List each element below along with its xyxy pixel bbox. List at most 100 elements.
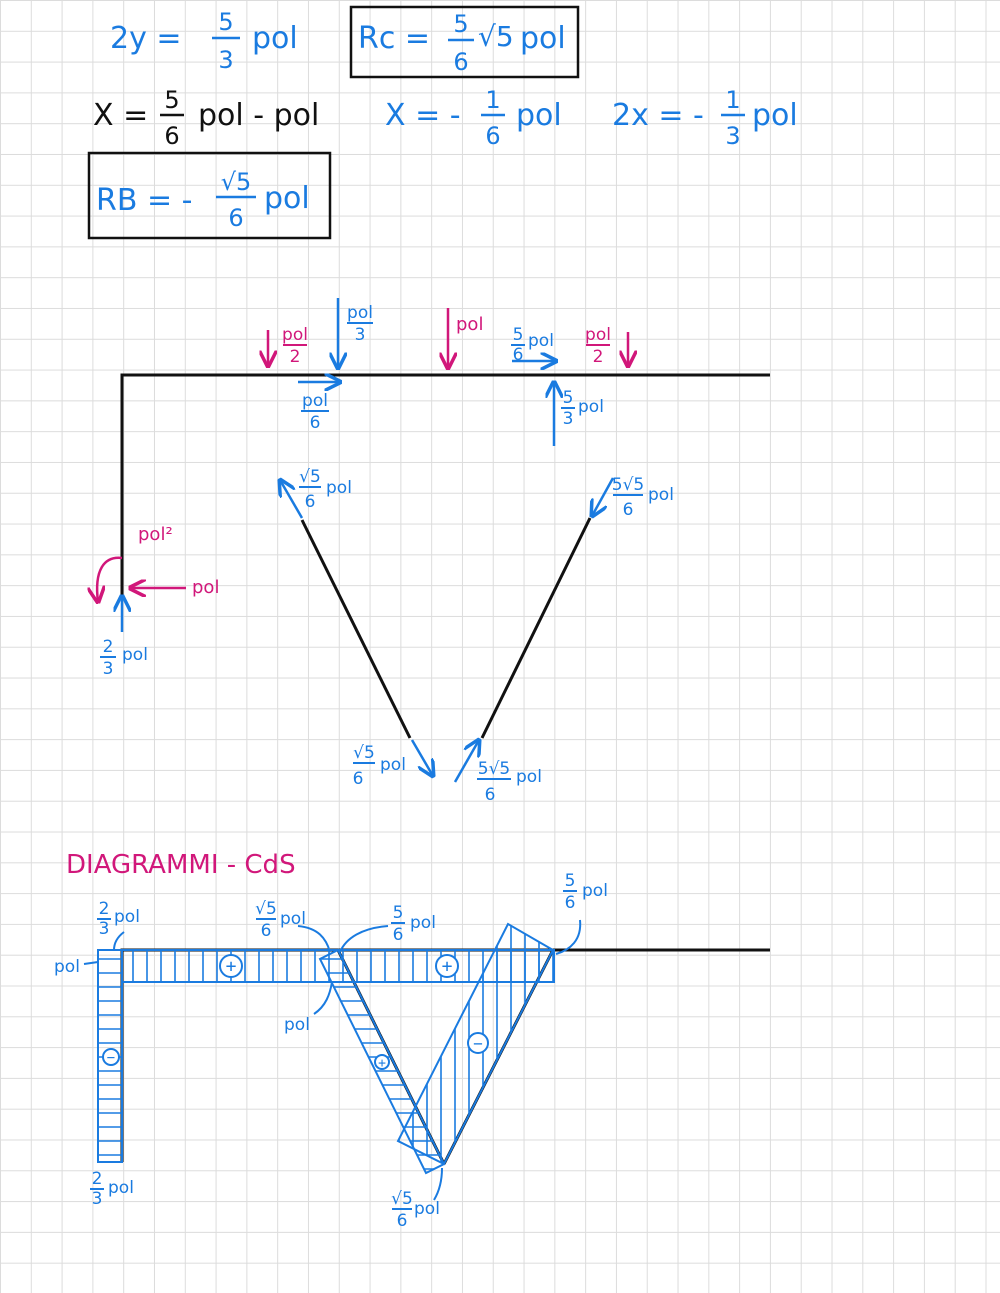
eq-rc-rest: pol	[520, 21, 566, 56]
strut-left-bottom-den: 6	[353, 769, 364, 789]
rb-box-frame	[87, 151, 332, 240]
label-col-top-num: 2	[99, 899, 110, 919]
eq-rc-den: 6	[453, 48, 468, 76]
right-horiz-den: 6	[513, 345, 524, 365]
label-right-top-num: 5	[565, 871, 576, 891]
axial-force-diagram: + + − + − 2 3 pol pol √5 6 pol	[54, 871, 770, 1231]
beam-horiz-num: pol	[302, 391, 328, 411]
label-pol-mid: pol	[284, 1015, 310, 1035]
label-vertex-den: 6	[397, 1211, 408, 1231]
strut-right-bottom-den: 6	[485, 785, 496, 805]
strut-left-top-den: 6	[305, 492, 316, 512]
eq-rc-root: √5	[478, 20, 514, 53]
leader-vertex	[433, 1167, 443, 1201]
load-center-label: pol	[456, 314, 483, 335]
eq-rb-num: √5	[221, 168, 252, 196]
eq-rb-rest: pol	[264, 181, 310, 216]
support-vert-num: 2	[103, 637, 114, 657]
strut-right-top-den: 6	[623, 500, 634, 520]
support-horiz-label: pol	[192, 577, 219, 598]
eq-x3-rest: pol	[752, 98, 798, 133]
sign-strut-left-circle	[374, 1054, 390, 1070]
strut-left-top-num: √5	[299, 467, 321, 487]
eq-x3-num: 1	[725, 86, 740, 114]
leader-right-top	[555, 919, 582, 955]
leader-pol-left	[83, 961, 99, 965]
beam-horiz-den: 6	[310, 413, 321, 433]
eq-2y-num: 5	[218, 8, 233, 36]
equation-x2: X = - 1 6 pol	[385, 86, 562, 150]
eq-x2-lhs: X = -	[385, 98, 461, 133]
right-horiz-rest: pol	[528, 331, 554, 351]
strut-right	[480, 517, 592, 739]
eq-x1-rest: pol - pol	[198, 98, 319, 133]
eq-x2-rest: pol	[516, 98, 562, 133]
label-beam-mid-den: 6	[393, 925, 404, 945]
load-top-num: pol	[347, 303, 373, 323]
load-right-den: 2	[593, 347, 604, 367]
equation-x3: 2x = - 1 3 pol	[612, 86, 798, 150]
label-beam-sqrt-num: √5	[255, 899, 277, 919]
label-beam-mid-rest: pol	[410, 913, 436, 933]
load-left-num: pol	[282, 325, 308, 345]
load-right-num: pol	[585, 325, 611, 345]
eq-2y-den: 3	[218, 46, 233, 74]
strut-left-top-arrow	[280, 480, 304, 519]
load-top-den: 3	[355, 325, 366, 345]
label-right-top-rest: pol	[582, 881, 608, 901]
frame-beam-column	[120, 373, 770, 598]
eq-x3-den: 3	[725, 122, 740, 150]
load-left-den: 2	[290, 347, 301, 367]
beam-up-num: 5	[563, 388, 574, 408]
label-beam-mid-num: 5	[393, 903, 404, 923]
diagram-title: DIAGRAMMI - CdS	[66, 850, 296, 880]
leader-col-top	[113, 931, 125, 951]
label-col-top-den: 3	[99, 919, 110, 939]
strut-right-top-arrow	[592, 477, 615, 516]
sign-beam-2-circle	[435, 954, 459, 978]
free-body-diagram: pol 2 pol 2 pol pol 3 pol 6 5 6	[97, 298, 770, 805]
eq-rb-lhs: RB = -	[96, 183, 192, 218]
sign-column: −	[107, 1050, 115, 1066]
strut-left-bottom-num: √5	[353, 743, 375, 763]
strut-left-bottom-rest: pol	[380, 755, 406, 775]
leader-beam-sqrt	[297, 925, 331, 953]
eq-x1-den: 6	[164, 122, 179, 150]
strut-right-top-rest: pol	[648, 485, 674, 505]
sign-beam-2: +	[442, 956, 453, 977]
label-beam-sqrt-rest: pol	[280, 909, 306, 929]
eq-rb-den: 6	[228, 204, 243, 232]
eq-x2-num: 1	[485, 86, 500, 114]
sign-beam-1: +	[226, 956, 237, 977]
sign-strut-left: +	[378, 1056, 386, 1071]
right-horiz-num: 5	[513, 325, 524, 345]
moment-arrow	[97, 556, 123, 602]
eq-2y-rest: pol	[252, 21, 298, 56]
support-vert-den: 3	[103, 659, 114, 679]
label-col-bottom-rest: pol	[108, 1178, 134, 1198]
eq-x2-den: 6	[485, 122, 500, 150]
eq-x1-num: 5	[164, 86, 179, 114]
support-vert-rest: pol	[122, 645, 148, 665]
eq-rc-num: 5	[453, 10, 468, 38]
leader-pol-mid	[313, 981, 333, 1015]
strut-left-bottom-arrow	[410, 739, 433, 776]
label-col-bottom-num: 2	[92, 1169, 103, 1189]
label-beam-sqrt-den: 6	[261, 921, 272, 941]
beam-up-den: 3	[563, 409, 574, 429]
moment-label: pol²	[138, 524, 173, 545]
label-col-bottom-den: 3	[92, 1189, 103, 1209]
sign-beam-1-circle	[219, 954, 243, 978]
sign-strut-right: −	[473, 1034, 483, 1053]
label-right-top-den: 6	[565, 893, 576, 913]
eq-x1-lhs: X =	[93, 98, 148, 133]
rc-box-frame	[349, 5, 580, 79]
beam-up-rest: pol	[578, 397, 604, 417]
label-pol-left: pol	[54, 957, 80, 977]
leader-beam-mid	[339, 925, 389, 953]
label-col-top-rest: pol	[114, 907, 140, 927]
sign-column-circle	[102, 1048, 120, 1066]
equation-2y: 2y = 5 3 pol	[110, 8, 298, 74]
